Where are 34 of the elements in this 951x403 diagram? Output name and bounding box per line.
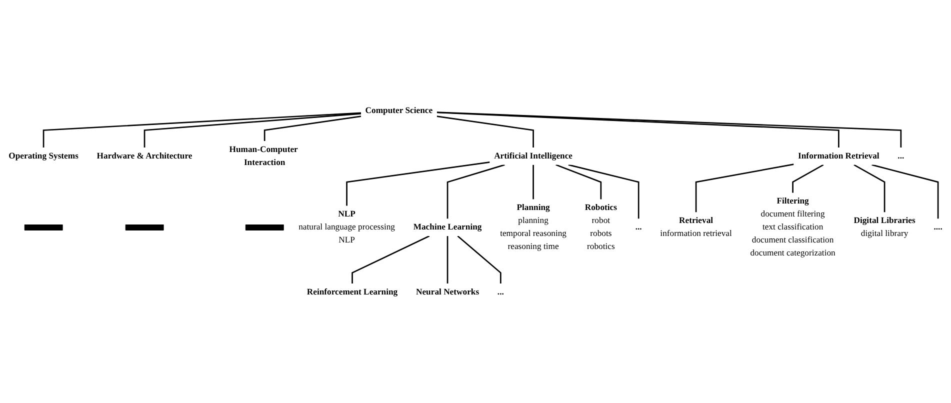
node-text: Information Retrieval xyxy=(798,151,880,160)
node-text: Filtering document filtering text classification document classification document categorization xyxy=(750,196,836,258)
node-text: NLP natural language processing NLP xyxy=(298,210,395,245)
connector xyxy=(446,236,448,284)
node-text: Planning planning temporal reasoning reasoning time xyxy=(500,203,566,252)
connector xyxy=(532,164,534,200)
connector xyxy=(792,164,824,193)
connector xyxy=(446,164,505,219)
connector xyxy=(346,162,490,206)
node-text: Neural Networks xyxy=(416,287,480,296)
connector xyxy=(568,164,640,219)
node-text: Artificial Intelligence xyxy=(494,151,572,160)
node-text: ... xyxy=(497,287,504,296)
node-text: Reinforcement Learning xyxy=(306,287,398,296)
node-text: Machine Learning xyxy=(413,222,482,232)
connector xyxy=(457,236,502,284)
node-text: Human-Computer Interaction xyxy=(229,144,298,167)
connector xyxy=(556,164,602,200)
node-text: Hardware & Architecture xyxy=(96,151,192,160)
node-text: ... xyxy=(635,222,642,232)
node-text: Computer Science xyxy=(365,106,433,116)
connector xyxy=(352,235,430,284)
node-text: Retrieval information retrieval xyxy=(660,216,732,238)
node-text: ... xyxy=(898,151,904,160)
connector xyxy=(436,116,534,148)
connector xyxy=(264,116,362,142)
connector xyxy=(872,164,939,219)
connector xyxy=(42,112,362,148)
node-text: Digital Libraries digital library xyxy=(854,216,916,238)
connector xyxy=(144,113,362,148)
node-text: .... xyxy=(934,222,942,232)
connector xyxy=(695,164,794,212)
node-text: Operating Systems xyxy=(8,151,78,160)
node-text: Robotics robot robots robotics xyxy=(584,203,618,252)
